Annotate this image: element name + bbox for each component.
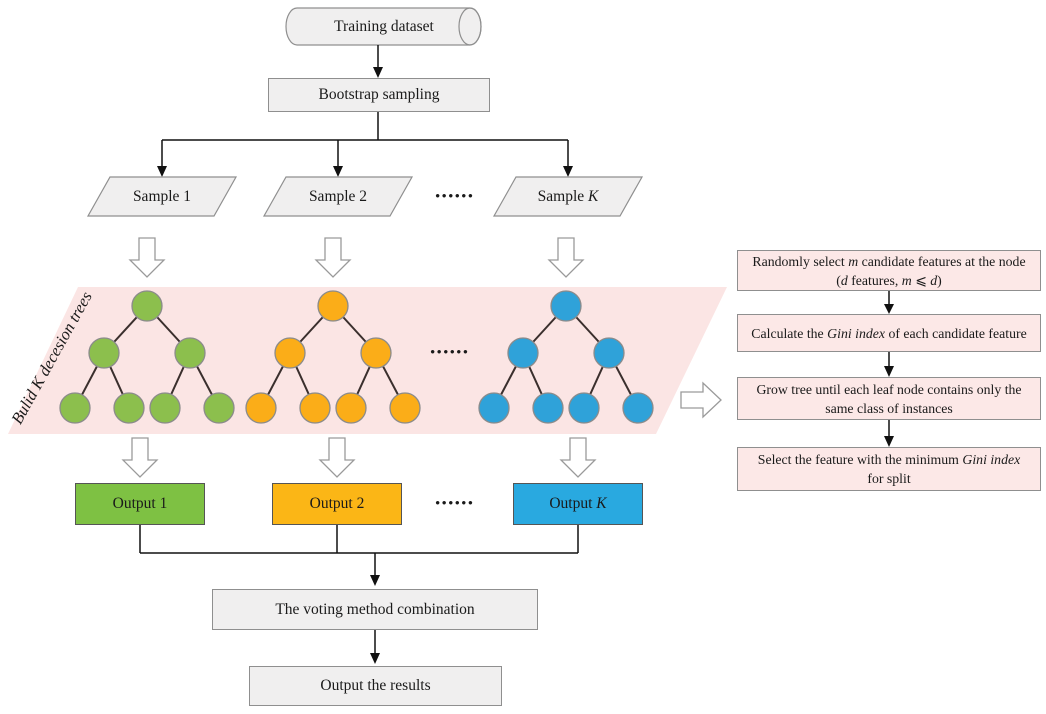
block-arrow-down-icon <box>547 237 585 278</box>
training-dataset-cylinder <box>285 7 482 46</box>
step-grow-tree-box: Grow tree until each leaf node contains … <box>737 377 1041 420</box>
tree-node <box>360 337 392 369</box>
sample-2-shape <box>262 176 414 217</box>
decision-tree-1 <box>59 290 235 424</box>
step-gini-index-box: Calculate the Gini index of each candida… <box>737 314 1041 352</box>
decision-tree-3 <box>478 290 654 424</box>
tree-node <box>131 290 163 322</box>
tree-node <box>88 337 120 369</box>
output-results-box: Output the results <box>249 666 502 706</box>
tree-node <box>389 392 421 424</box>
tree-node <box>174 337 206 369</box>
sample-2-label: Sample 2 <box>308 188 368 205</box>
tree-node <box>245 392 277 424</box>
sample-parallelograms <box>86 176 644 217</box>
bootstrap-sampling-box: Bootstrap sampling <box>268 78 490 112</box>
tree-node <box>335 392 367 424</box>
block-arrow-down-icon <box>121 437 159 478</box>
block-arrow-down-icon <box>314 237 352 278</box>
decision-trees <box>59 290 654 424</box>
tree-node <box>568 392 600 424</box>
ellipsis-dots: •••••• <box>430 344 470 359</box>
block-arrow-down-icon <box>318 437 356 478</box>
block-arrow-right-icon <box>680 381 722 419</box>
output-1-box: Output 1 <box>75 483 205 525</box>
voting-method-box: The voting method combination <box>212 589 538 630</box>
tree-node <box>593 337 625 369</box>
tree-node <box>550 290 582 322</box>
tree-node <box>532 392 564 424</box>
tree-node <box>274 337 306 369</box>
tree-node <box>507 337 539 369</box>
tree-node <box>622 392 654 424</box>
tree-node <box>203 392 235 424</box>
output-k-box: Output K <box>513 483 643 525</box>
sample-k-label: Sample K <box>537 188 599 205</box>
ellipsis-dots: •••••• <box>435 495 475 510</box>
step-split-feature-box: Select the feature with the minimum Gini… <box>737 447 1041 491</box>
sample-1-label: Sample 1 <box>132 188 192 205</box>
step-select-features-box: Randomly select m candidate features at … <box>737 250 1041 291</box>
ellipsis-dots: •••••• <box>435 188 475 203</box>
connector-lines <box>139 45 890 653</box>
tree-node <box>149 392 181 424</box>
sample-k-shape <box>492 176 644 217</box>
hollow-arrows <box>121 237 722 478</box>
decision-tree-2 <box>245 290 421 424</box>
output-2-box: Output 2 <box>272 483 402 525</box>
tree-node <box>113 392 145 424</box>
block-arrow-down-icon <box>128 237 166 278</box>
sample-1-shape <box>86 176 238 217</box>
tree-node <box>478 392 510 424</box>
arrowheads <box>157 67 894 664</box>
tree-node <box>59 392 91 424</box>
tree-node <box>317 290 349 322</box>
tree-node <box>299 392 331 424</box>
block-arrow-down-icon <box>559 437 597 478</box>
training-dataset-label: Training dataset <box>334 18 434 35</box>
